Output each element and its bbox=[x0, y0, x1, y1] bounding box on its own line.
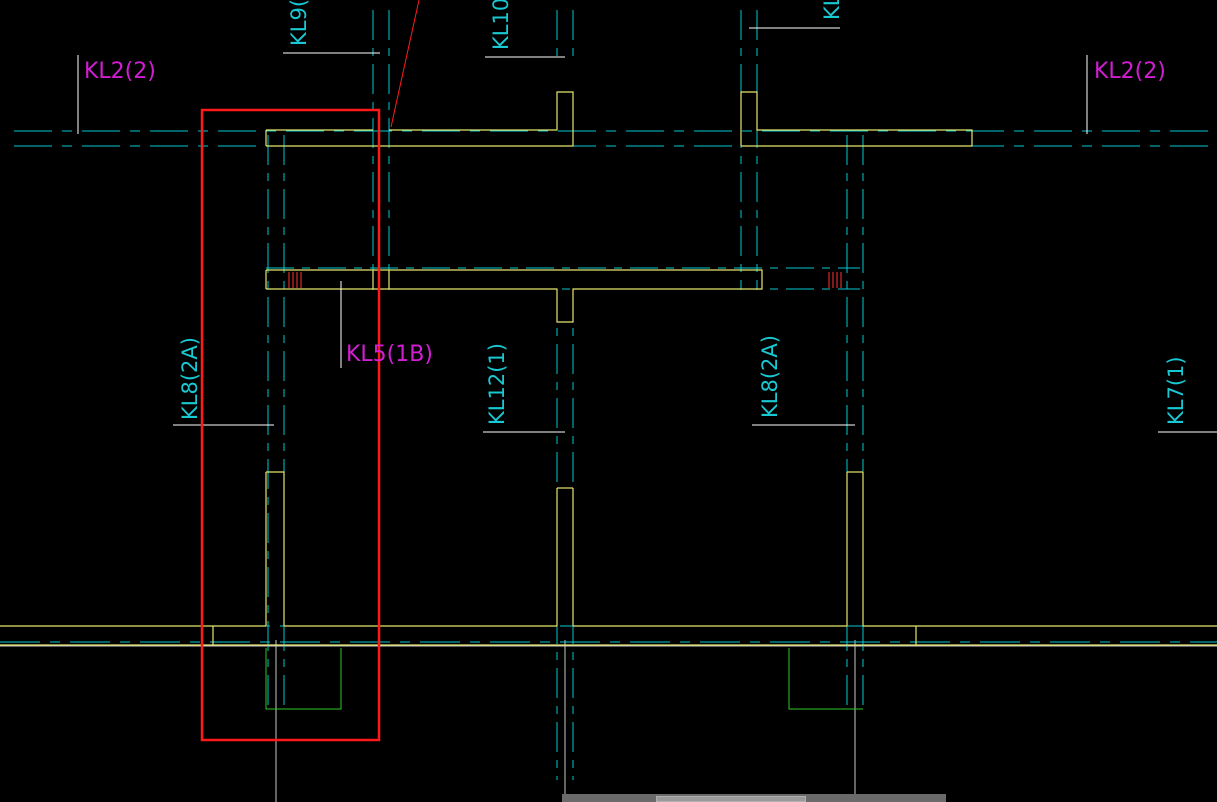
beam-outlines bbox=[0, 91, 1217, 646]
label-kl12: KL12(1) bbox=[485, 343, 509, 425]
label-kl7: KL7(1) bbox=[1164, 356, 1188, 425]
label-kl8-right: KL8(2A) bbox=[758, 335, 782, 418]
red-hatch-marks-icon bbox=[288, 272, 842, 288]
selection-box-icon[interactable] bbox=[200, 108, 381, 742]
green-lines bbox=[265, 648, 863, 710]
label-kl10: KL10( bbox=[489, 0, 513, 50]
label-kl9: KL9( bbox=[287, 0, 311, 46]
label-kl8-left: KL8(2A) bbox=[178, 337, 202, 420]
label-kl5: KL5(1B) bbox=[346, 342, 433, 367]
scrollbar-thumb[interactable] bbox=[656, 796, 806, 802]
red-leader-line-icon bbox=[390, 0, 420, 128]
leader-lines bbox=[77, 27, 1217, 433]
label-kl2-left: KL2(2) bbox=[84, 59, 156, 84]
horizontal-scrollbar[interactable] bbox=[562, 794, 946, 802]
label-kl2-right: KL2(2) bbox=[1094, 59, 1166, 84]
label-kl-top-right: KL bbox=[820, 0, 844, 20]
